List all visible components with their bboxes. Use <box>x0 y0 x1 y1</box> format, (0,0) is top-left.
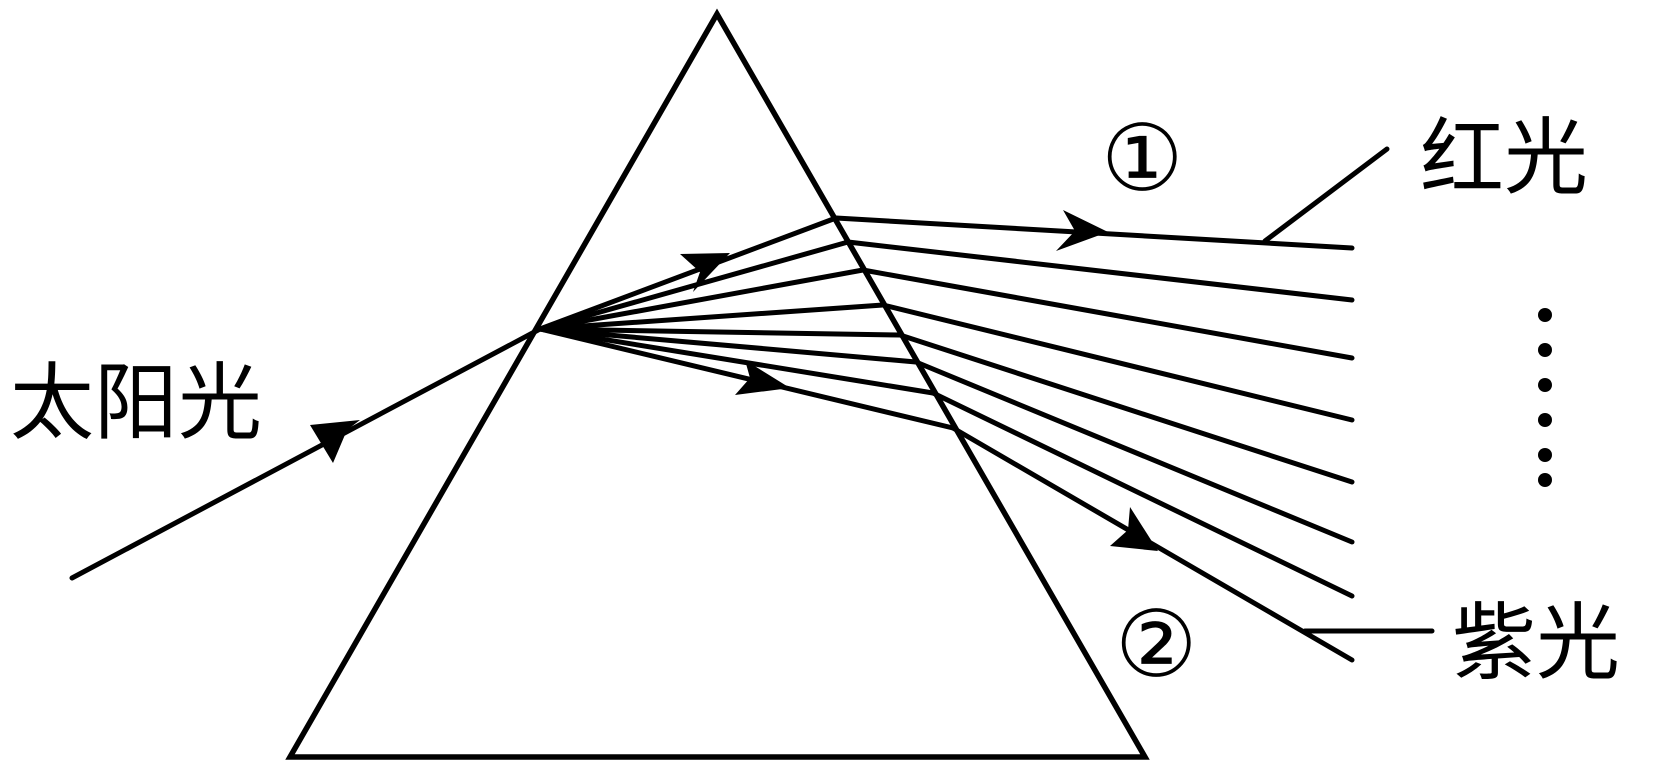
ellipsis-dot <box>1538 413 1552 427</box>
internal-ray-violet <box>537 326 956 431</box>
emergent-ray <box>897 332 1355 485</box>
ellipsis-dots <box>1538 308 1552 487</box>
ray-2-marker: ② <box>1115 591 1197 698</box>
emergent-ray <box>930 390 1355 599</box>
ellipsis-dot <box>1538 308 1552 322</box>
internal-ray <box>537 326 919 365</box>
ellipsis-dot <box>1538 448 1552 462</box>
emergent-arrow-violet <box>1110 507 1158 551</box>
internal-ray-red <box>537 215 839 332</box>
red-light-leader <box>1262 146 1390 244</box>
emergent-ray <box>845 239 1355 303</box>
ellipsis-dot <box>1538 343 1552 357</box>
violet-light-label: 紫光 <box>1452 594 1620 692</box>
red-light-label: 红光 <box>1420 109 1588 207</box>
sunlight-label: 太阳光 <box>10 354 262 452</box>
internal-ray <box>537 326 936 396</box>
internal-arrow-lower <box>735 360 790 395</box>
emergent-arrow-red <box>1056 210 1108 251</box>
internal-ray <box>537 302 886 332</box>
emergent-rays <box>833 215 1355 663</box>
emergent-ray <box>913 359 1355 545</box>
ray-1-marker: ① <box>1101 105 1183 212</box>
ellipsis-dot <box>1538 378 1552 392</box>
ellipsis-dot <box>1538 473 1552 487</box>
incident-ray <box>69 326 543 581</box>
internal-ray <box>537 239 851 332</box>
prism <box>285 8 1150 760</box>
incident-ray-arrow <box>310 420 360 463</box>
internal-ray <box>537 326 903 338</box>
emergent-ray <box>880 302 1355 423</box>
emergent-ray <box>860 267 1355 361</box>
internal-ray <box>537 267 866 332</box>
internal-rays <box>537 215 956 431</box>
internal-arrow-upper <box>680 253 730 292</box>
